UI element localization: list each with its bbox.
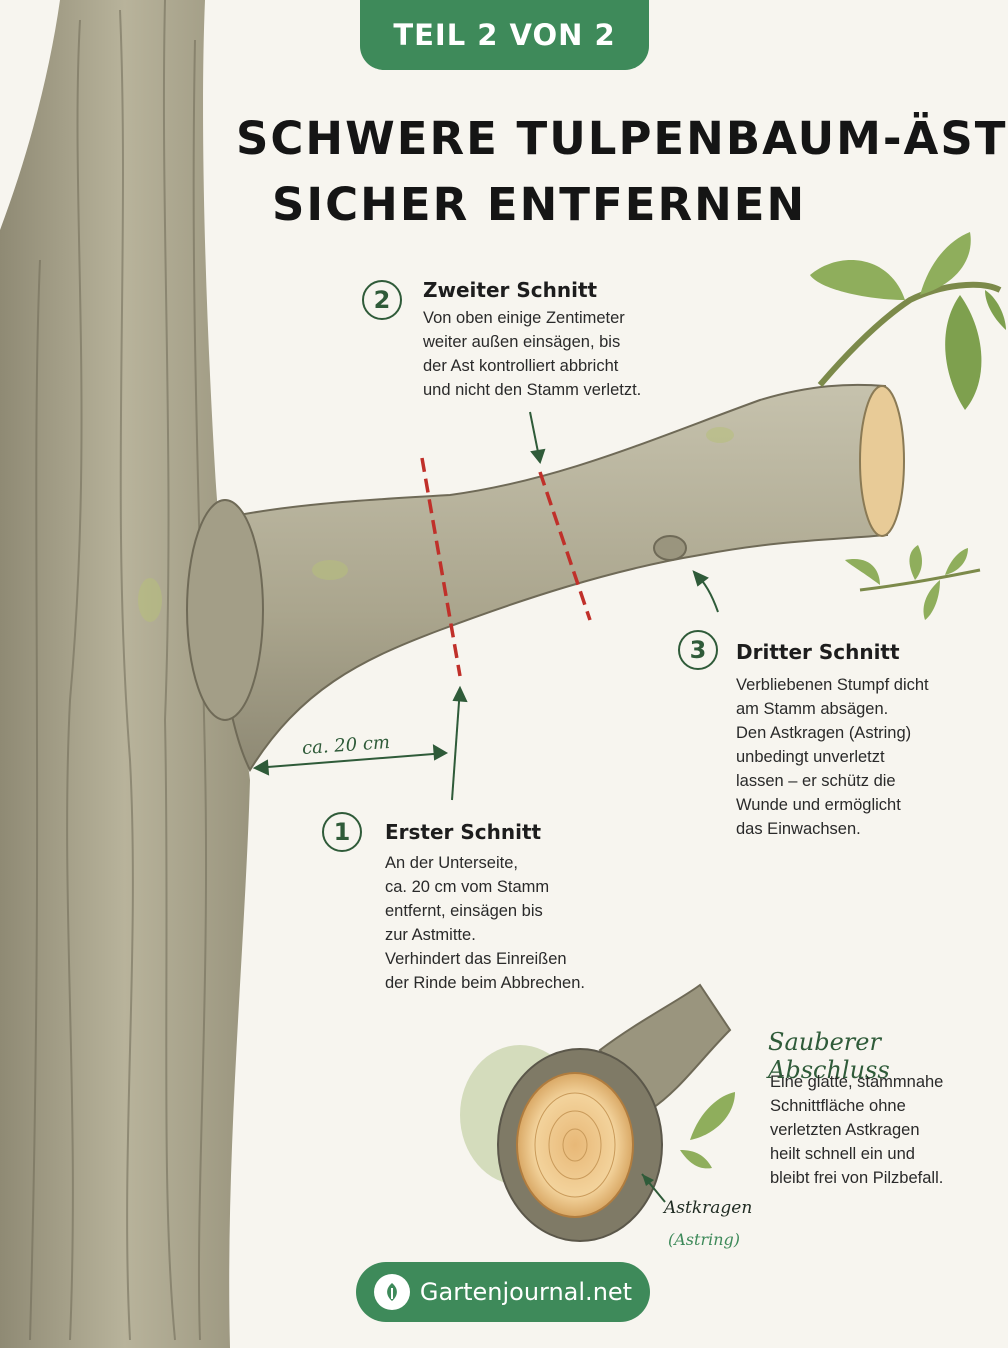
sprig: [859, 568, 981, 592]
finish-title: Sauberer Abschluss: [768, 1028, 890, 1084]
pointer-arrows: [451, 411, 719, 801]
leaf-icon: [945, 295, 982, 410]
leaf-icon: [985, 290, 1006, 330]
twig: [817, 281, 1002, 387]
leaf-logo-icon: [373, 1274, 410, 1310]
step-1-text: An der Unterseite, ca. 20 cm vom Stamm e…: [385, 854, 585, 992]
finish-text: Eine glatte, stammnahe Schnittfläche ohn…: [770, 1073, 944, 1187]
leaf-icon: [845, 559, 880, 585]
stump-inset: [460, 983, 735, 1242]
branch-collar: [186, 499, 264, 721]
leaf-icon: [923, 580, 940, 620]
collar-label: Astkragen: [664, 1198, 753, 1218]
branch: [213, 383, 889, 773]
leaf-icon: [810, 260, 905, 300]
footer-site-name: Gartenjournal.net: [419, 1278, 633, 1306]
measure-arrow: [252, 744, 449, 776]
step-3-title: Dritter Schnitt: [736, 640, 900, 664]
step-3-text: Verbliebenen Stumpf dicht am Stamm absäg…: [736, 676, 929, 838]
leaf-icon: [909, 545, 922, 580]
step-2-text: Von oben einige Zentimeter weiter außen …: [423, 309, 642, 399]
page-title-line2: SICHER ENTFERNEN: [272, 178, 807, 231]
leaf-icon: [690, 1092, 735, 1140]
step-2-title: Zweiter Schnitt: [423, 278, 598, 302]
step-1-title: Erster Schnitt: [385, 820, 542, 844]
bark-texture: [29, 0, 208, 1341]
step-1-number: 1: [322, 812, 362, 852]
branch-end-cut: [859, 385, 905, 537]
page-title-line1: SCHWERE TULPENBAUM-ÄSTE: [236, 112, 1008, 165]
first-cut-line: [420, 457, 462, 677]
leaf-icon: [945, 548, 968, 575]
footer-link[interactable]: Gartenjournal.net: [356, 1262, 650, 1322]
step-3-number: 3: [678, 630, 718, 670]
cut-surface: [516, 1072, 634, 1218]
leaf-icon: [680, 1150, 712, 1169]
leaf-icon: [920, 232, 971, 295]
part-badge: TEIL 2 VON 2: [360, 0, 649, 70]
second-cut-line: [538, 471, 592, 621]
collar-sublabel: (Astring): [668, 1230, 740, 1249]
step-2-number: 2: [362, 280, 402, 320]
